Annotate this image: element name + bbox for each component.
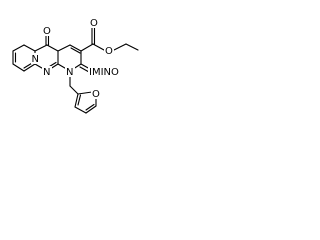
molecule-structure-drawing: O O O N N N IMINO O <box>12 17 139 114</box>
ring-nitrogen-label: N <box>66 67 73 78</box>
pyridine-nitrogen-label: N <box>32 54 39 65</box>
ester-carbonyl-oxygen-label: O <box>90 18 98 29</box>
carbonyl-oxygen-label: O <box>43 26 51 37</box>
furan-oxygen-label: O <box>92 89 100 100</box>
imine-label: IMINO <box>89 67 119 78</box>
atom-labels: O O O N N N IMINO O <box>31 17 120 100</box>
pyrimidine-nitrogen-label: N <box>43 67 50 78</box>
ester-ether-oxygen-label: O <box>105 46 113 57</box>
ethyl-ester-group <box>80 27 139 52</box>
